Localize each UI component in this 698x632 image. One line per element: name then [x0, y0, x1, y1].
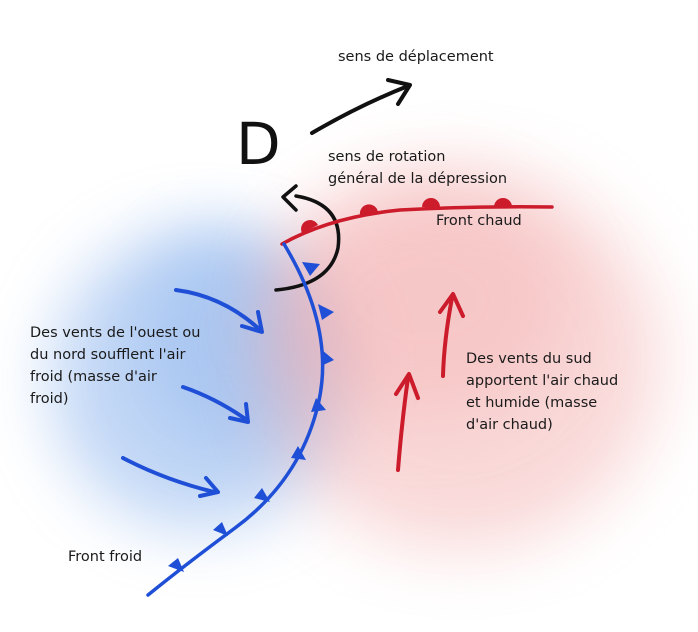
depression-symbol: D	[236, 110, 281, 178]
south-winds-label-line: Des vents du sud	[466, 351, 592, 367]
warm-wind-arrow	[441, 296, 454, 378]
warm-front-semicircle	[422, 198, 440, 207]
rotation-label-line: sens de rotation	[328, 149, 446, 165]
cold-wind-arrow	[121, 456, 216, 494]
cold-front-triangle	[213, 522, 228, 536]
cold-wind-arrows	[121, 288, 264, 498]
movement-label: sens de déplacement	[338, 46, 494, 68]
cold-front-triangle	[291, 446, 306, 460]
warm-wind-arrow	[396, 376, 410, 472]
cold-front-line	[146, 242, 334, 597]
warm-front-label-text: Front chaud	[436, 213, 522, 229]
cold-wind-arrow	[174, 288, 260, 330]
warm-wind-arrowhead	[438, 292, 465, 318]
cold-front-label-text: Front froid	[68, 549, 143, 565]
south-winds-label: Des vents du sud apportent l'air chaud e…	[466, 348, 618, 436]
cold-wind-arrowhead	[198, 476, 220, 498]
cold-front-triangle	[318, 304, 334, 320]
cold-front-label: Front froid	[68, 546, 142, 568]
west-winds-label-line: Des vents de l'ouest ou	[30, 325, 201, 341]
west-winds-label-line: froid)	[30, 391, 69, 407]
warm-air-mass	[260, 170, 660, 550]
warm-front-semicircle	[359, 204, 378, 215]
cold-front-triangle	[311, 398, 326, 412]
warm-front-semicircle	[494, 198, 512, 207]
west-winds-label-line: du nord soufflent l'air	[30, 347, 186, 363]
warm-front-label: Front chaud	[436, 210, 522, 232]
warm-wind-arrowhead	[394, 372, 420, 400]
south-winds-label-line: et humide (masse	[466, 395, 598, 411]
cold-front-triangle	[302, 262, 320, 276]
cold-front-triangle	[321, 350, 334, 366]
cold-front-triangle	[254, 488, 270, 502]
cold-wind-arrowhead	[240, 310, 264, 334]
south-winds-label-line: d'air chaud)	[466, 417, 553, 433]
cold-wind-arrow	[181, 385, 246, 420]
west-winds-label: Des vents de l'ouest ou du nord soufflen…	[30, 322, 200, 410]
warm-front-semicircle	[301, 220, 318, 233]
south-winds-label-line: apportent l'air chaud	[466, 373, 619, 389]
warm-front-line	[280, 198, 554, 246]
movement-label-text: sens de déplacement	[338, 49, 494, 65]
rotation-label-line: général de la dépression	[328, 171, 508, 187]
warm-wind-arrows	[394, 292, 465, 472]
west-winds-label-line: froid (masse d'air	[30, 369, 157, 385]
cold-front-triangle	[168, 558, 184, 572]
movement-arrow	[310, 78, 412, 135]
rotation-label: sens de rotation général de la dépressio…	[328, 146, 507, 190]
cold-wind-arrowhead	[228, 402, 250, 424]
